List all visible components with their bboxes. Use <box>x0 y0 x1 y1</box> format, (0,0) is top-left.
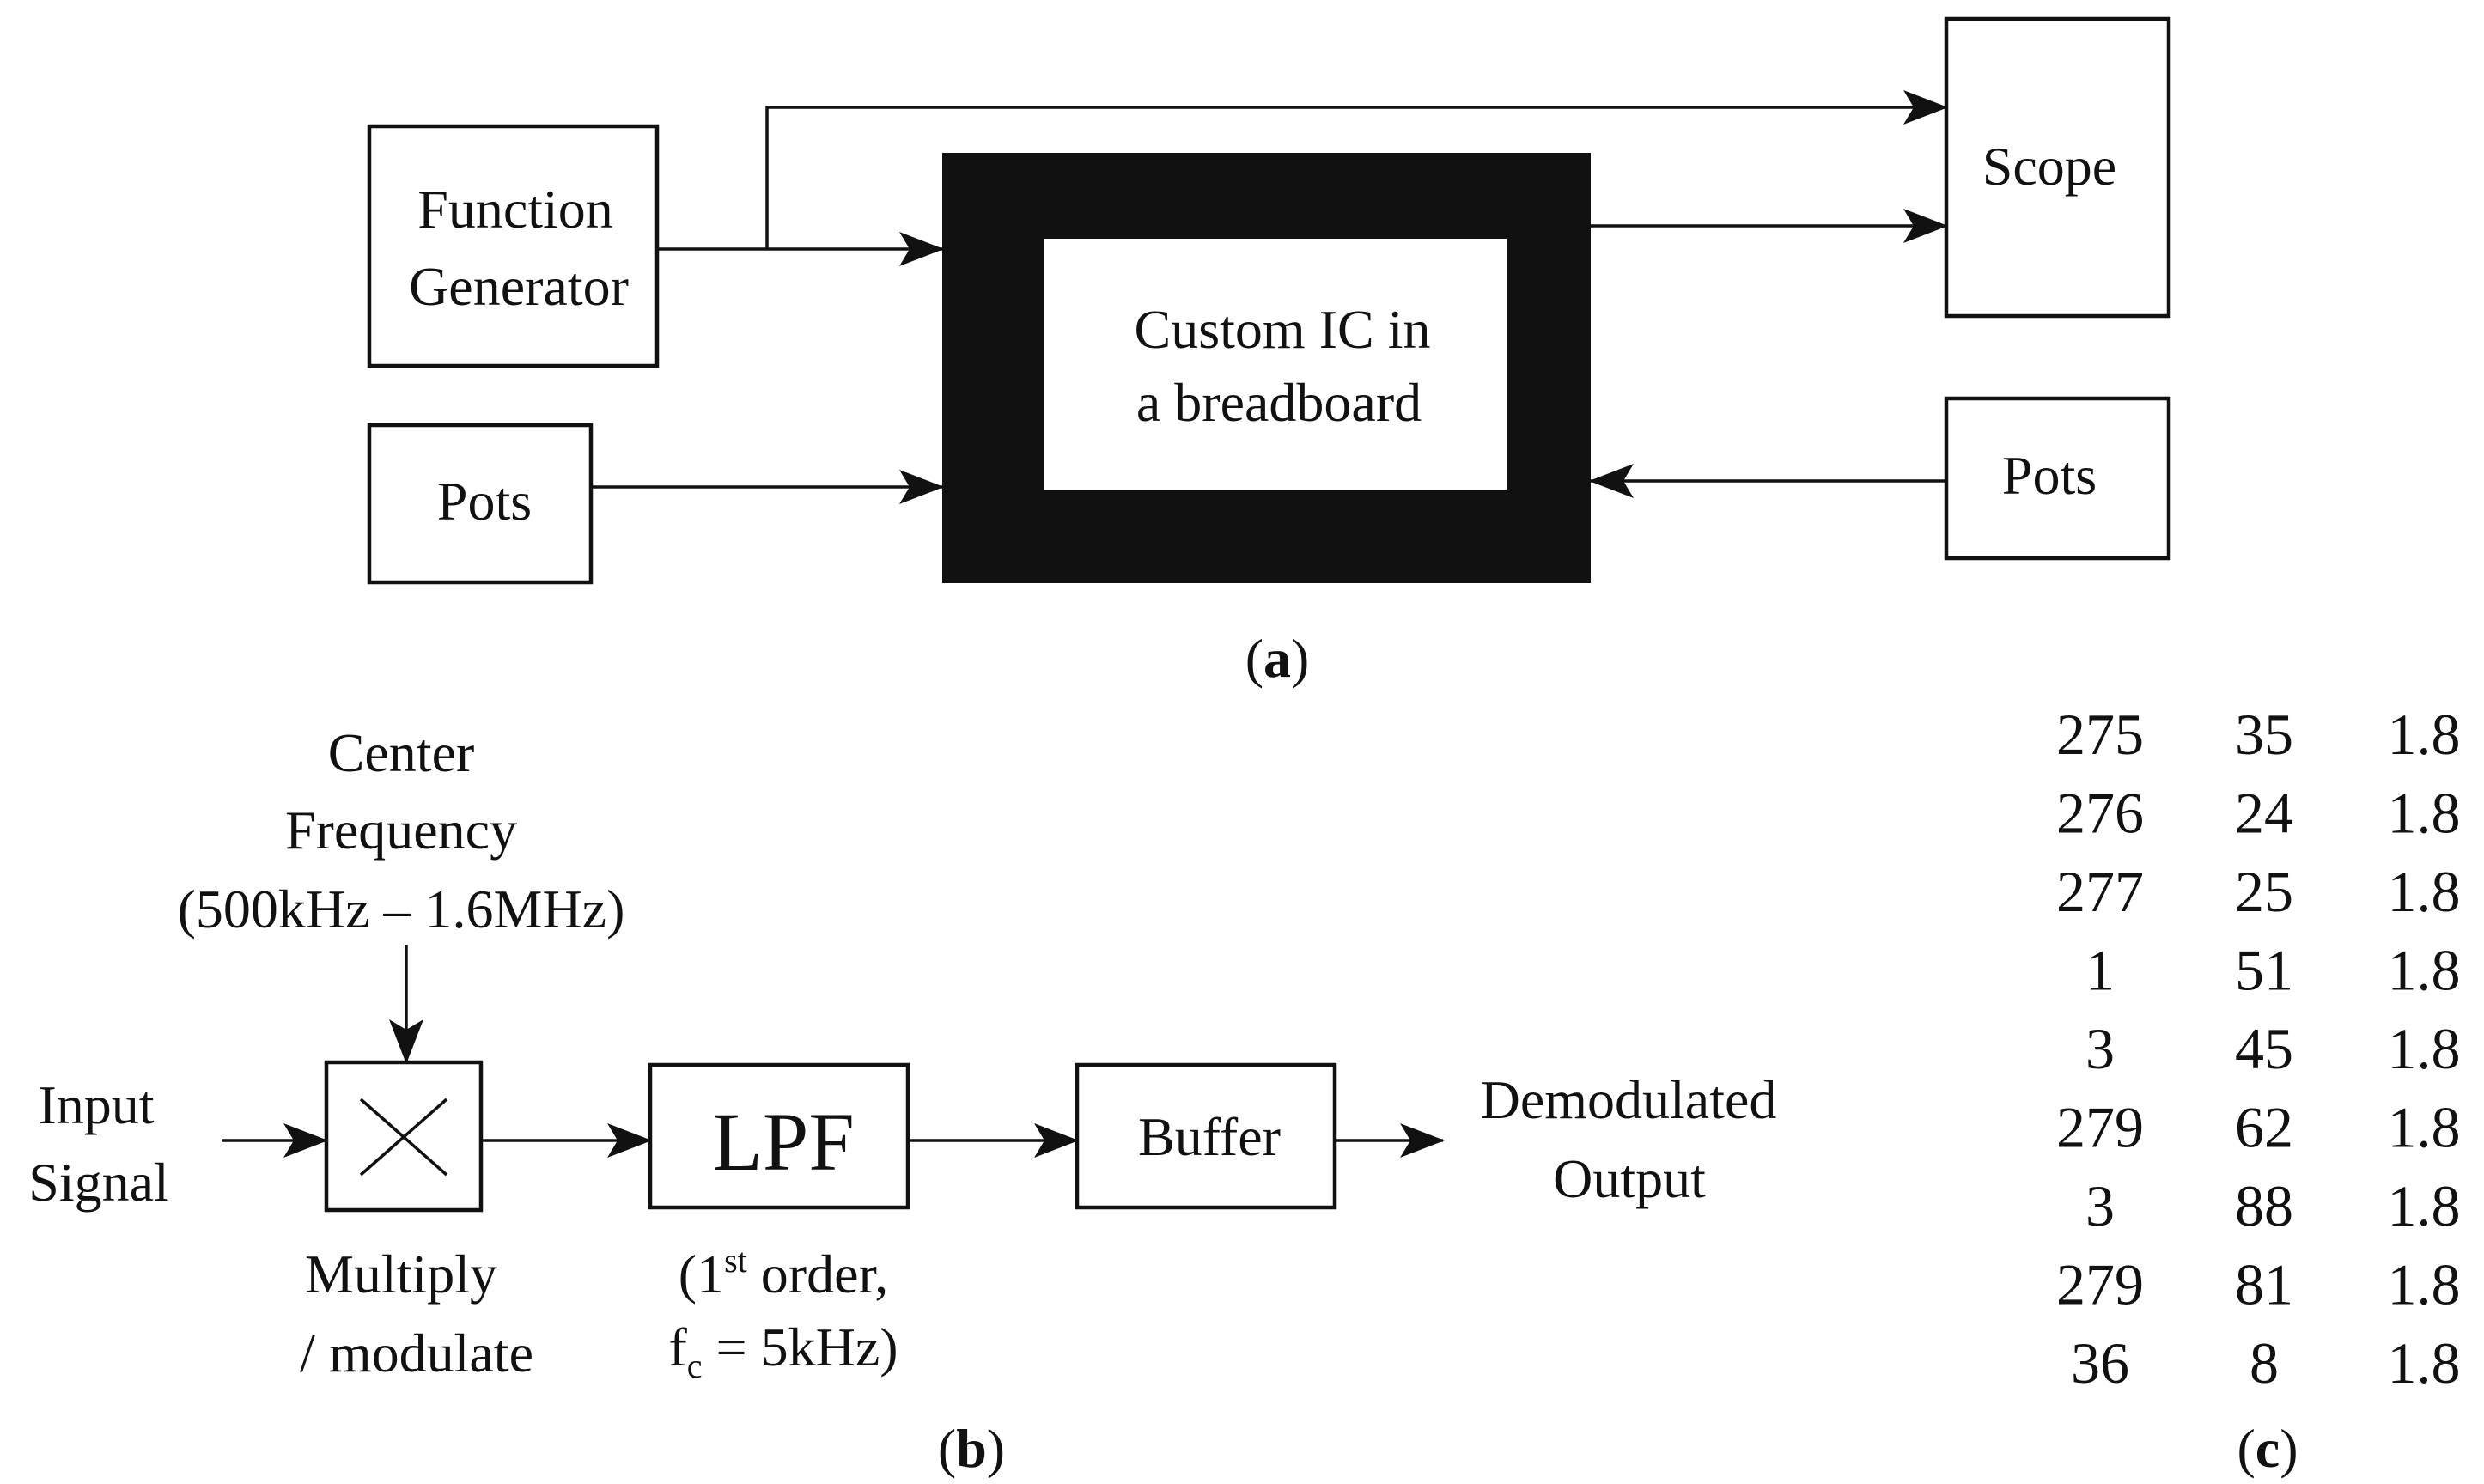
center-frequency-label-3: (500kHz – 1.6MHz) <box>178 879 625 940</box>
function-generator-label-1: Function <box>417 179 613 240</box>
table-cell-r4-c1: 1 <box>2085 938 2115 1003</box>
table-cell-r2-c2: 24 <box>2235 781 2293 846</box>
buffer-box <box>1075 1062 1337 1210</box>
multiplier-x-stroke-2 <box>359 1098 448 1177</box>
function-generator-label-2: Generator <box>409 256 629 317</box>
panel-b: Center Frequency (500kHz – 1.6MHz) Input… <box>28 722 1776 1479</box>
lpf-box <box>648 1062 910 1210</box>
table-cell-r2-c1: 276 <box>2056 781 2144 846</box>
table-cell-r5-c1: 3 <box>2085 1016 2115 1081</box>
scope-box <box>1944 16 2171 319</box>
custom-ic-label-1: Custom IC in <box>1135 299 1431 360</box>
table-cell-r3-c3: 1.8 <box>2388 859 2461 924</box>
pots-left-label: Pots <box>437 471 532 532</box>
custom-ic-label-2: a breadboard <box>1136 372 1422 433</box>
fg-to-scope-arrow <box>765 90 1948 249</box>
table-cell-r8-c1: 279 <box>2056 1252 2144 1317</box>
table-cell-r9-c2: 8 <box>2250 1330 2279 1396</box>
table-cell-r6-c1: 279 <box>2056 1095 2144 1160</box>
pots-right-label: Pots <box>2002 445 2097 506</box>
table-cell-r7-c2: 88 <box>2235 1173 2293 1238</box>
table-cell-r5-c2: 45 <box>2235 1016 2293 1081</box>
center-frequency-label-1: Center <box>328 722 475 783</box>
table-cell-r6-c2: 62 <box>2235 1095 2293 1160</box>
scope-label: Scope <box>1982 136 2116 197</box>
table-cell-r1-c3: 1.8 <box>2388 702 2461 767</box>
panel-c-table: 275 35 1.8 276 24 1.8 277 25 1.8 1 51 1.8 3 45 1.8 279 6… <box>2056 702 2461 1396</box>
table-cell-r4-c3: 1.8 <box>2388 938 2461 1003</box>
table-cell-r3-c2: 25 <box>2235 859 2293 924</box>
panel-a: Function Generator Pots Custom IC in a b… <box>367 16 2171 689</box>
custom-ic-inner <box>1044 239 1507 490</box>
center-frequency-label-2: Frequency <box>285 800 517 861</box>
table-cell-r5-c3: 1.8 <box>2388 1016 2461 1081</box>
table-cell-r2-c3: 1.8 <box>2388 781 2461 846</box>
multiply-label-2: / modulate <box>300 1323 533 1384</box>
buffer-label: Buffer <box>1138 1106 1281 1167</box>
function-generator-box <box>367 124 660 368</box>
output-label-1: Demodulated <box>1481 1069 1777 1130</box>
caption-a: (a) <box>1245 628 1310 689</box>
caption-c: (c) <box>2237 1418 2298 1479</box>
table-cell-r9-c1: 36 <box>2071 1330 2129 1396</box>
table-cell-r8-c3: 1.8 <box>2388 1252 2461 1317</box>
caption-b: (b) <box>938 1418 1005 1479</box>
table-cell-r1-c1: 275 <box>2056 702 2144 767</box>
lpf-label: LPF <box>712 1096 854 1188</box>
input-signal-label-1: Input <box>38 1074 154 1135</box>
multiply-label-1: Multiply <box>305 1244 497 1305</box>
table-cell-r6-c3: 1.8 <box>2388 1095 2461 1160</box>
table-cell-r3-c1: 277 <box>2056 859 2144 924</box>
lpf-note-1: (1st order, <box>679 1241 888 1305</box>
table-cell-r7-c1: 3 <box>2085 1173 2115 1238</box>
input-signal-label-2: Signal <box>28 1152 169 1213</box>
table-cell-r4-c2: 51 <box>2235 938 2293 1003</box>
pots-right-box <box>1944 396 2171 561</box>
table-cell-r7-c3: 1.8 <box>2388 1173 2461 1238</box>
output-label-2: Output <box>1553 1148 1706 1209</box>
pots-left-box <box>367 423 594 585</box>
lpf-note-2: fc = 5kHz) <box>668 1317 898 1385</box>
table-cell-r1-c2: 35 <box>2235 702 2293 767</box>
table-cell-r8-c2: 81 <box>2235 1252 2293 1317</box>
table-cell-r9-c3: 1.8 <box>2388 1330 2461 1396</box>
